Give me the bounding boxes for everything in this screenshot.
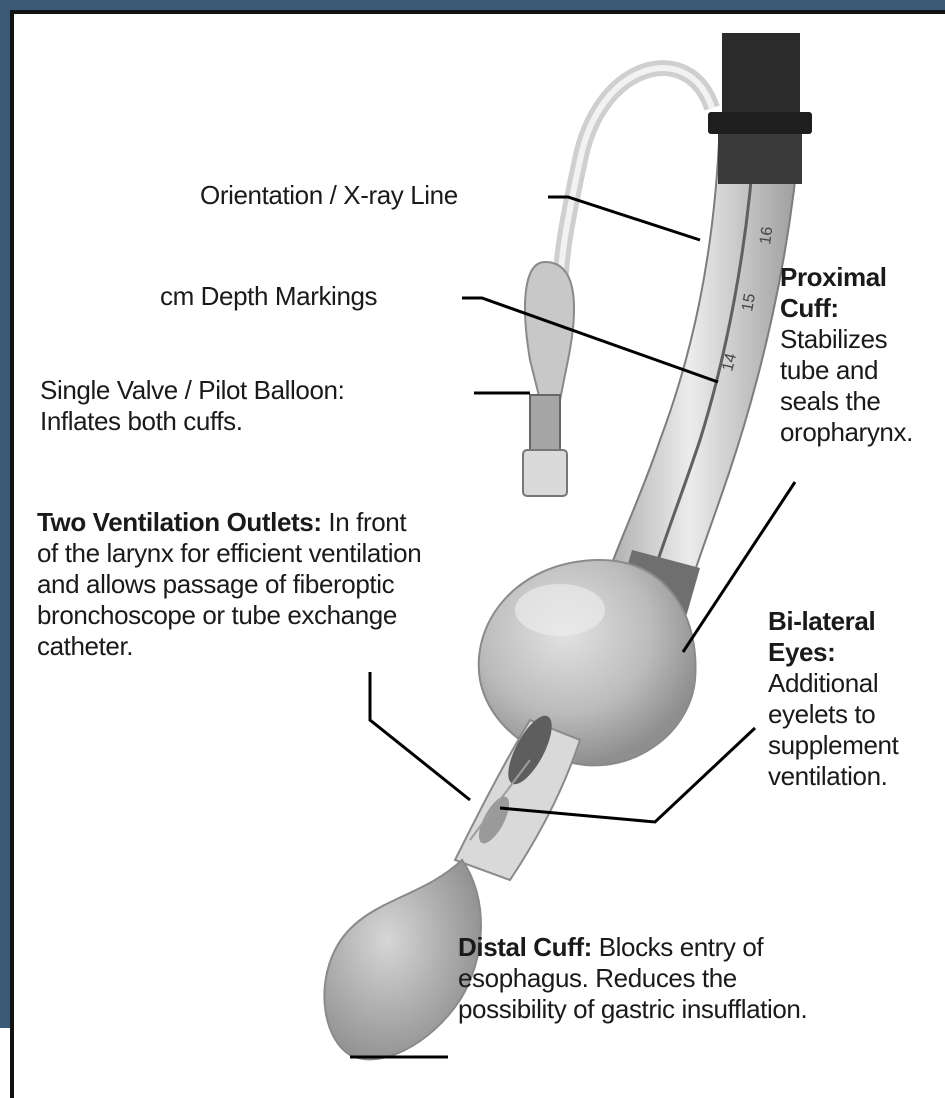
label-orientation: Orientation / X-ray Line <box>200 180 458 211</box>
label-outlets-desc-1: of the larynx for efficient ventilation <box>37 538 421 569</box>
label-outlets-title: Two Ventilation Outlets: <box>37 507 322 537</box>
cuff-highlight <box>515 584 605 636</box>
label-outlets-desc-first: In front <box>328 507 406 537</box>
label-distal-desc-1: esophagus. Reduces the <box>458 963 807 994</box>
pilot-line <box>560 68 712 300</box>
label-distal-cuff: Distal Cuff: Blocks entry of esophagus. … <box>458 932 807 1025</box>
leader-outlets <box>370 672 470 800</box>
label-outlets-line-1: Two Ventilation Outlets: In front <box>37 507 421 538</box>
label-bilateral-title-2: Eyes: <box>768 637 898 668</box>
pilot-balloon <box>525 262 574 400</box>
label-proximal-desc-4: oropharynx. <box>780 417 913 448</box>
label-single-valve: Single Valve / Pilot Balloon: Inflates b… <box>40 375 344 437</box>
label-outlets-desc-3: bronchoscope or tube exchange <box>37 600 421 631</box>
label-bilateral-desc-2: eyelets to <box>768 699 898 730</box>
label-proximal-cuff: Proximal Cuff: Stabilizes tube and seals… <box>780 262 913 448</box>
tube-marking-15: 15 <box>739 292 759 313</box>
label-ventilation-outlets: Two Ventilation Outlets: In front of the… <box>37 507 421 662</box>
label-outlets-desc-2: and allows passage of fiberoptic <box>37 569 421 600</box>
label-distal-desc-first: Blocks entry of <box>599 932 764 962</box>
label-single-valve-desc: Inflates both cuffs. <box>40 406 344 437</box>
connector-flange <box>708 112 812 134</box>
label-distal-line-1: Distal Cuff: Blocks entry of <box>458 932 807 963</box>
label-single-valve-title: Single Valve / Pilot Balloon: <box>40 375 344 406</box>
label-bilateral-eyes: Bi-lateral Eyes: Additional eyelets to s… <box>768 606 898 792</box>
label-distal-desc-2: possibility of gastric insufflation. <box>458 994 807 1025</box>
label-depth-markings: cm Depth Markings <box>160 281 377 312</box>
label-bilateral-desc-3: supplement <box>768 730 898 761</box>
label-proximal-desc-1: Stabilizes <box>780 324 913 355</box>
label-proximal-desc-3: seals the <box>780 386 913 417</box>
valve-cap <box>523 450 567 496</box>
label-bilateral-title-1: Bi-lateral <box>768 606 898 637</box>
leader-depth <box>462 298 718 382</box>
label-proximal-title-2: Cuff: <box>780 293 913 324</box>
single-valve <box>530 395 560 455</box>
connector-base <box>718 134 802 184</box>
label-proximal-title-1: Proximal <box>780 262 913 293</box>
label-distal-title: Distal Cuff: <box>458 932 592 962</box>
airway-tube <box>600 120 800 620</box>
label-proximal-desc-2: tube and <box>780 355 913 386</box>
label-bilateral-desc-1: Additional <box>768 668 898 699</box>
tube-marking-16: 16 <box>757 225 776 245</box>
label-bilateral-desc-4: ventilation. <box>768 761 898 792</box>
label-outlets-desc-4: catheter. <box>37 631 421 662</box>
